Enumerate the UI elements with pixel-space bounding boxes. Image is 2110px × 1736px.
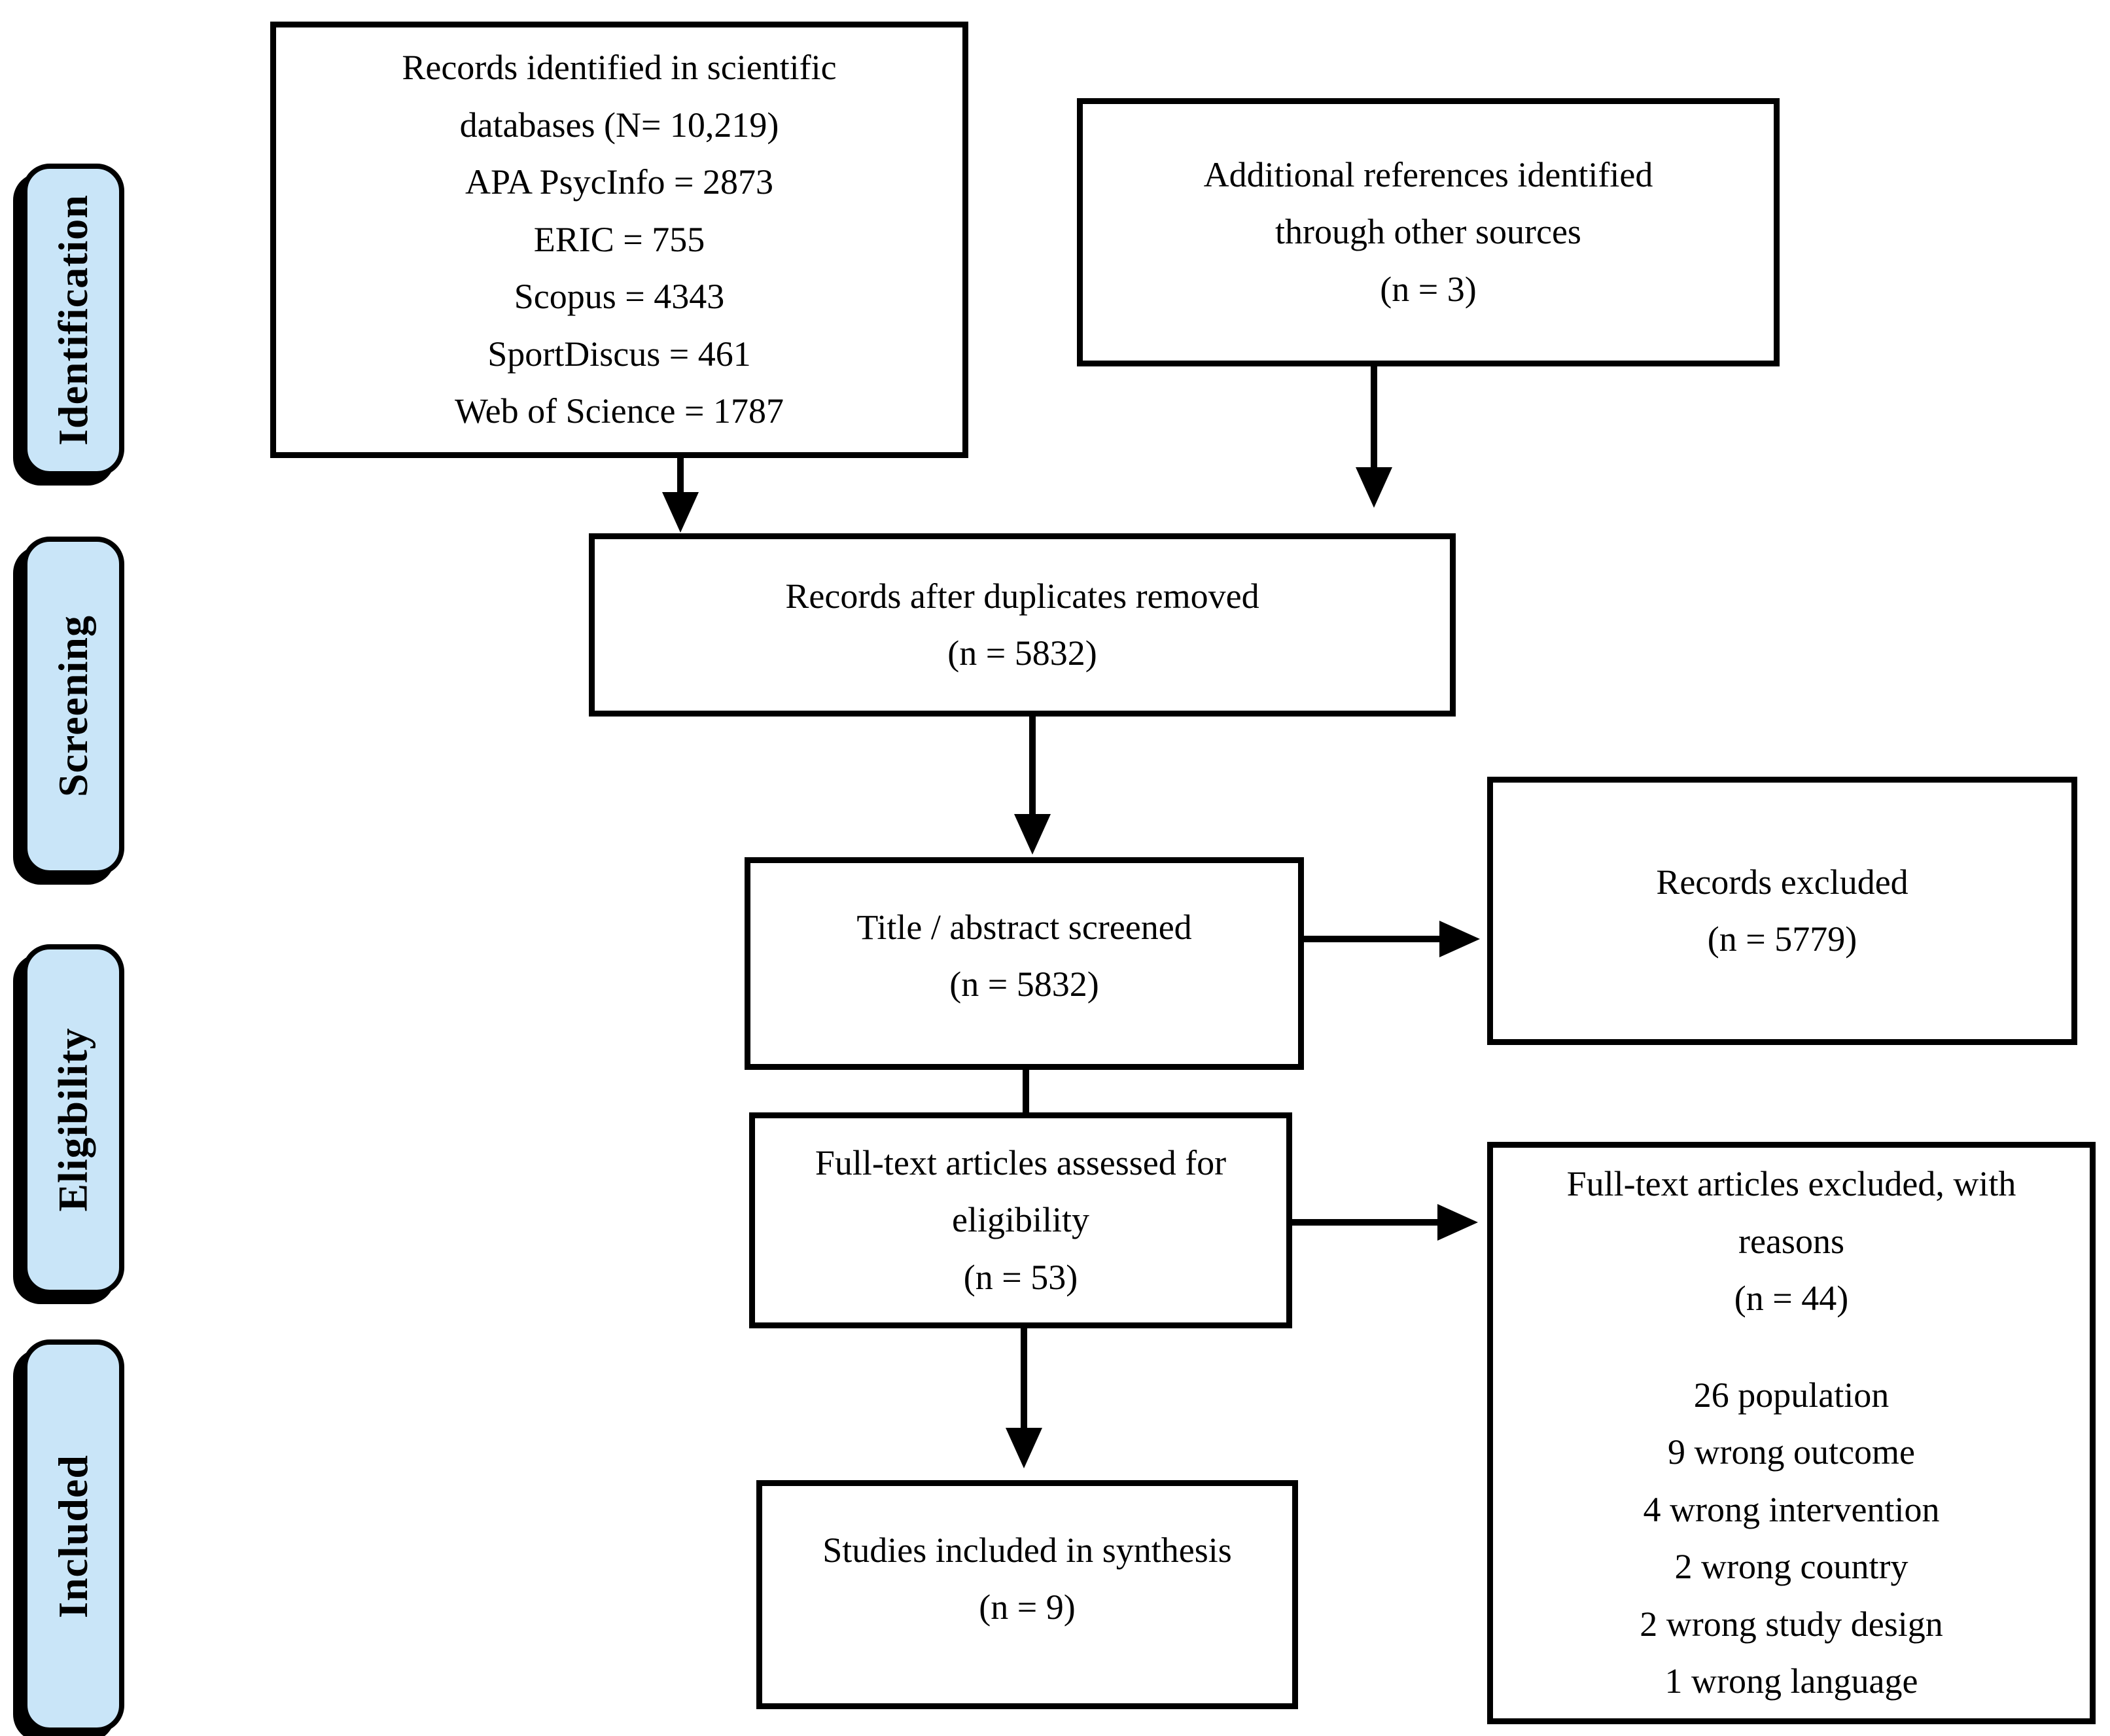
connector-screened-to-fulltext bbox=[1023, 1069, 1029, 1114]
additional-references-line: (n = 3) bbox=[1380, 269, 1477, 309]
studies-included-box: Studies included in synthesis (n = 9) bbox=[756, 1480, 1298, 1709]
stage-eligibility: Eligibility bbox=[22, 944, 124, 1295]
stage-screening: Screening bbox=[22, 537, 124, 876]
records-identified-line: Scopus = 4343 bbox=[514, 277, 725, 317]
fulltext-assessed-line: Full-text articles assessed for bbox=[815, 1143, 1227, 1182]
studies-included-line: (n = 9) bbox=[979, 1587, 1076, 1627]
arrow-fulltext-to-reasons-line bbox=[1290, 1219, 1441, 1226]
records-identified-box: Records identified in scientific databas… bbox=[270, 22, 968, 458]
arrow-fulltext-to-reasons-head bbox=[1437, 1204, 1478, 1241]
studies-included-line: Studies included in synthesis bbox=[822, 1531, 1232, 1570]
arrow-duplicates-to-screened-head bbox=[1014, 814, 1051, 855]
arrow-screened-to-excluded-line bbox=[1302, 936, 1443, 942]
records-identified-line: Web of Science = 1787 bbox=[455, 391, 784, 431]
fulltext-excluded-reason: 4 wrong intervention bbox=[1643, 1489, 1940, 1529]
stage-included: Included bbox=[22, 1339, 124, 1733]
fulltext-assessed-line: eligibility bbox=[952, 1200, 1089, 1240]
fulltext-excluded-box: Full-text articles excluded, with reason… bbox=[1487, 1142, 2096, 1724]
records-identified-line: APA PsycInfo = 2873 bbox=[465, 162, 774, 202]
title-abstract-line: (n = 5832) bbox=[949, 965, 1099, 1004]
stage-screening-label: Screening bbox=[50, 614, 96, 798]
fulltext-excluded-reason: 2 wrong country bbox=[1674, 1547, 1908, 1587]
records-identified-line: databases (N= 10,219) bbox=[459, 105, 779, 145]
arrow-fulltext-to-included-line bbox=[1021, 1327, 1027, 1430]
fulltext-excluded-line: (n = 44) bbox=[1734, 1279, 1849, 1319]
duplicates-removed-line: (n = 5832) bbox=[947, 633, 1097, 673]
arrow-identified-to-duplicates-line bbox=[677, 457, 684, 495]
fulltext-excluded-reason: 1 wrong language bbox=[1664, 1661, 1918, 1701]
arrow-identified-to-duplicates-head bbox=[662, 492, 699, 533]
records-identified-line: Records identified in scientific bbox=[402, 48, 837, 88]
stage-identification-label: Identification bbox=[50, 194, 96, 446]
records-excluded-line: (n = 5779) bbox=[1707, 919, 1857, 959]
arrow-fulltext-to-included-head bbox=[1006, 1428, 1042, 1468]
duplicates-removed-line: Records after duplicates removed bbox=[785, 576, 1259, 616]
duplicates-removed-box: Records after duplicates removed (n = 58… bbox=[589, 533, 1456, 717]
arrow-additional-to-duplicates-line bbox=[1371, 365, 1377, 471]
records-identified-line: ERIC = 755 bbox=[533, 219, 705, 259]
stage-included-label: Included bbox=[50, 1454, 96, 1618]
fulltext-assessed-box: Full-text articles assessed for eligibil… bbox=[749, 1112, 1292, 1328]
fulltext-excluded-line: Full-text articles excluded, with bbox=[1566, 1164, 2016, 1204]
stage-identification: Identification bbox=[22, 164, 124, 476]
fulltext-excluded-reason: 26 population bbox=[1693, 1375, 1890, 1415]
records-excluded-line: Records excluded bbox=[1656, 862, 1908, 902]
additional-references-box: Additional references identified through… bbox=[1077, 98, 1780, 366]
fulltext-assessed-line: (n = 53) bbox=[963, 1257, 1078, 1297]
fulltext-excluded-line: reasons bbox=[1738, 1221, 1844, 1261]
fulltext-excluded-gap bbox=[1500, 1328, 2083, 1367]
title-abstract-screened-box: Title / abstract screened (n = 5832) bbox=[745, 857, 1304, 1070]
records-identified-line: SportDiscus = 461 bbox=[487, 334, 751, 374]
additional-references-line: through other sources bbox=[1275, 212, 1581, 252]
fulltext-excluded-reason: 2 wrong study design bbox=[1640, 1604, 1943, 1644]
arrow-additional-to-duplicates-head bbox=[1356, 467, 1392, 508]
arrow-screened-to-excluded-head bbox=[1439, 921, 1480, 957]
fulltext-excluded-reason: 9 wrong outcome bbox=[1668, 1432, 1915, 1472]
records-excluded-box: Records excluded (n = 5779) bbox=[1487, 777, 2077, 1045]
additional-references-line: Additional references identified bbox=[1203, 154, 1653, 194]
title-abstract-line: Title / abstract screened bbox=[856, 908, 1192, 947]
stage-eligibility-label: Eligibility bbox=[50, 1027, 96, 1212]
arrow-duplicates-to-screened-line bbox=[1029, 715, 1036, 817]
